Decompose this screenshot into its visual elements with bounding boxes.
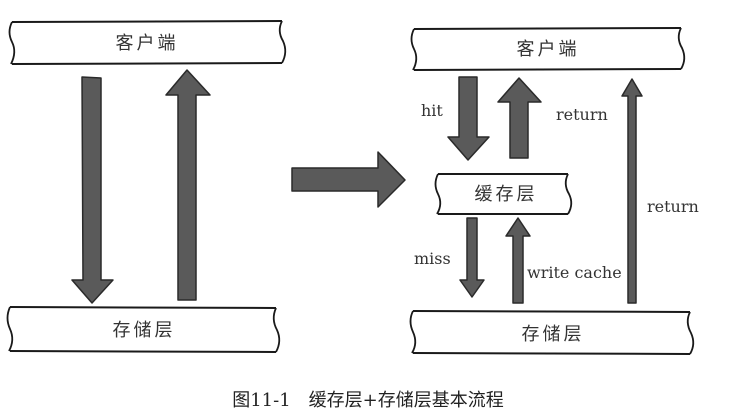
- figure-caption: 图11-1 缓存层+存储层基本流程: [232, 390, 504, 411]
- left-diagram: 客户端 存储层: [6, 20, 287, 353]
- hit-arrow: [447, 76, 490, 161]
- right-cache-label: 缓存层: [475, 184, 538, 205]
- return-upper-arrow: [497, 77, 542, 159]
- right-cache-box: 缓存层: [434, 173, 573, 215]
- write-cache-label: write cache: [527, 263, 622, 282]
- right-client-label: 客户端: [517, 39, 580, 60]
- return-long-label: return: [647, 197, 699, 216]
- left-client-label: 客户端: [116, 33, 179, 54]
- miss-arrow: [459, 217, 485, 298]
- miss-label: miss: [414, 249, 451, 268]
- return-long-arrow: [621, 78, 643, 304]
- right-storage-box: 存储层: [409, 310, 695, 355]
- right-client-box: 客户端: [410, 27, 686, 71]
- left-down-arrow: [71, 76, 114, 304]
- right-diagram: 客户端 hit return 缓存层 miss write cache: [409, 27, 699, 355]
- transition-arrow: [291, 151, 406, 208]
- right-storage-label: 存储层: [522, 324, 585, 345]
- left-up-arrow: [165, 69, 211, 301]
- hit-label: hit: [421, 101, 443, 120]
- left-client-box: 客户端: [8, 20, 287, 65]
- return-upper-label: return: [556, 105, 608, 124]
- left-storage-box: 存储层: [6, 306, 281, 353]
- left-storage-label: 存储层: [113, 320, 176, 341]
- write-cache-arrow: [505, 217, 531, 304]
